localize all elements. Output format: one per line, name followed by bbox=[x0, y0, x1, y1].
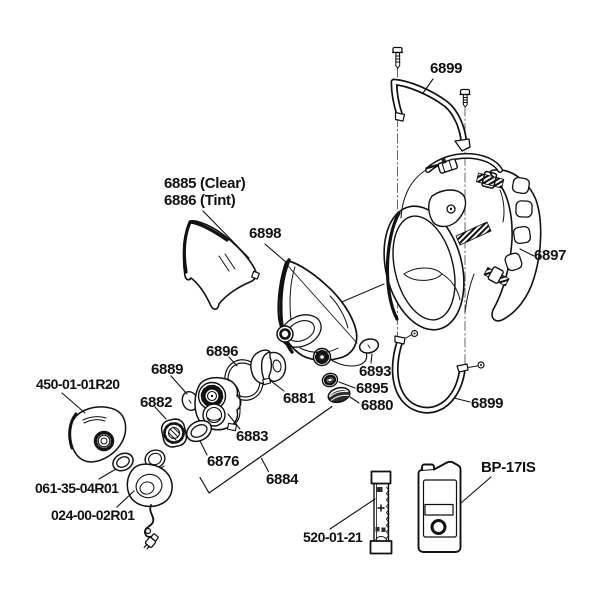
part-label-6885-clear: 6885 (Clear) bbox=[164, 175, 246, 192]
speaker-unit bbox=[126, 449, 173, 550]
lower-frame-band bbox=[391, 335, 469, 414]
part-label-6899-top: 6899 bbox=[430, 60, 463, 77]
lens-cover bbox=[182, 220, 260, 310]
screw-top-left-icon bbox=[391, 46, 404, 69]
battery-pack bbox=[417, 460, 462, 553]
band-screw-icons bbox=[405, 329, 485, 369]
part-label-6881: 6881 bbox=[283, 390, 316, 407]
gasket-ring-6876 bbox=[185, 419, 213, 443]
filter-cover bbox=[68, 406, 127, 463]
washer-6895 bbox=[321, 372, 339, 388]
screw-top-right-icon bbox=[459, 88, 471, 108]
part-label-6897: 6897 bbox=[534, 247, 567, 264]
part-label-6880: 6880 bbox=[361, 397, 394, 414]
port-cap-6880 bbox=[327, 386, 351, 404]
diaphragm-6882 bbox=[160, 418, 188, 448]
callout-leader-lines bbox=[61, 78, 535, 530]
center-adapter-6881 bbox=[250, 349, 287, 386]
part-label-024-00-02r01: 024-00-02R01 bbox=[51, 507, 135, 523]
part-label-6883: 6883 bbox=[236, 428, 269, 445]
part-label-6882: 6882 bbox=[140, 394, 173, 411]
valve-disc-6893 bbox=[358, 338, 380, 354]
facepiece-body bbox=[276, 258, 368, 367]
head-harness bbox=[329, 132, 542, 331]
part-label-6895: 6895 bbox=[356, 380, 389, 397]
part-label-6893: 6893 bbox=[359, 363, 392, 380]
part-label-6898: 6898 bbox=[249, 225, 282, 242]
part-label-520-01-21: 520-01-21 bbox=[303, 529, 363, 545]
upper-frame-band bbox=[390, 78, 470, 149]
part-label-450-01-01r20: 450-01-01R20 bbox=[36, 376, 120, 392]
part-label-bp-17is: BP-17IS bbox=[481, 459, 536, 476]
o-ring-part bbox=[112, 452, 134, 472]
part-label-6886-tint: 6886 (Tint) bbox=[164, 192, 236, 209]
part-label-6884: 6884 bbox=[266, 471, 299, 488]
part-label-6889: 6889 bbox=[151, 361, 184, 378]
nose-cup-assembly-6883 bbox=[194, 376, 242, 432]
battery-holder bbox=[369, 470, 393, 555]
part-label-061-35-04r01: 061-35-04R01 bbox=[35, 480, 119, 496]
part-label-6876: 6876 bbox=[207, 453, 240, 470]
part-label-6899-bottom: 6899 bbox=[471, 395, 504, 412]
part-label-6896: 6896 bbox=[206, 343, 239, 360]
